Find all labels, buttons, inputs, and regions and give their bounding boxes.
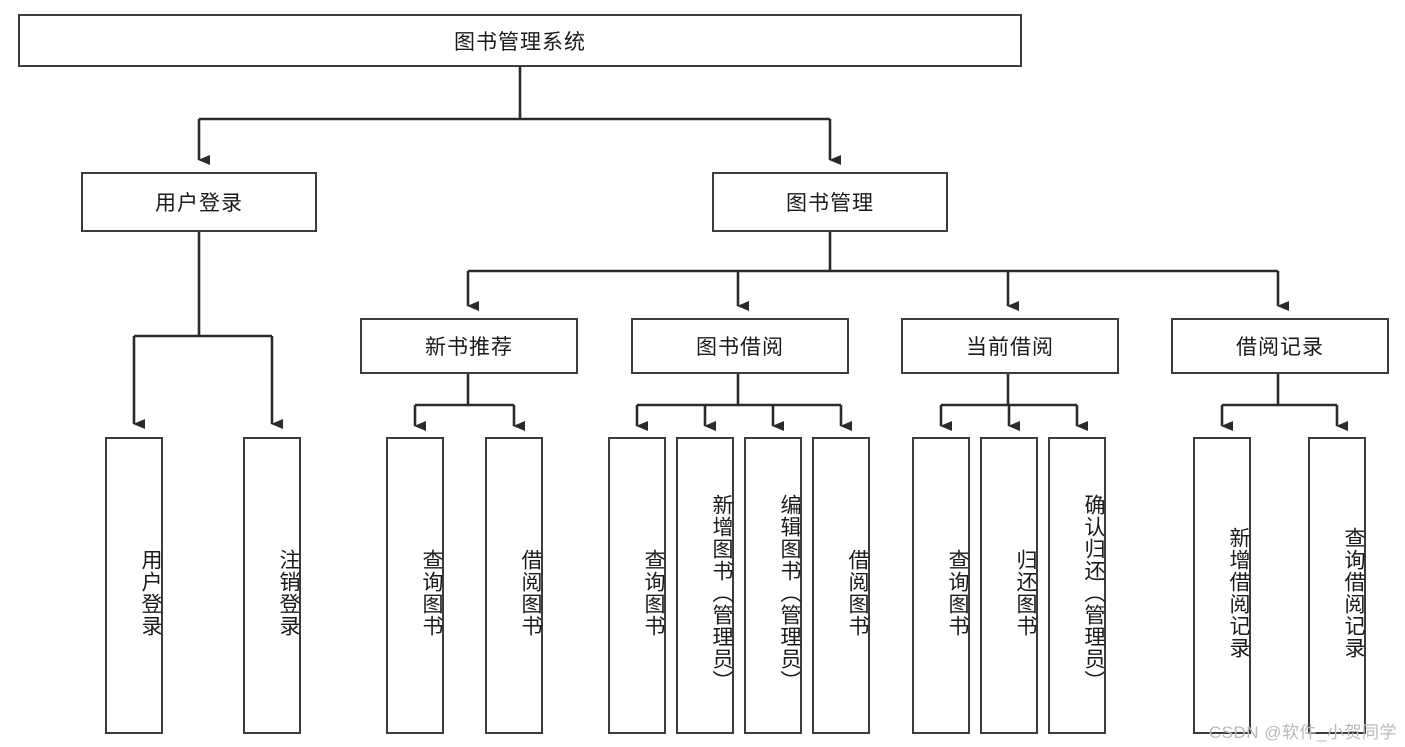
node-leaf-user-login-label: 用户登录 (139, 548, 162, 637)
node-book-borrow-label: 图书借阅 (696, 336, 784, 359)
node-leaf-query-record-label: 查询借阅记录 (1342, 526, 1365, 659)
node-user-login[interactable]: 用户登录 (81, 172, 317, 232)
node-leaf-borrow-book-1-label: 借阅图书 (519, 548, 542, 637)
node-leaf-return-book[interactable]: 归还图书 (980, 437, 1038, 734)
node-leaf-borrow-book-1[interactable]: 借阅图书 (485, 437, 543, 734)
node-leaf-user-login[interactable]: 用户登录 (105, 437, 163, 734)
node-leaf-query-book-1-label: 查询图书 (420, 548, 443, 637)
node-new-book-rec-label: 新书推荐 (425, 336, 513, 359)
watermark-text: CSDN @软件_小贺同学 (1208, 723, 1397, 742)
node-leaf-query-book-3[interactable]: 查询图书 (912, 437, 970, 734)
node-leaf-borrow-book-2-label: 借阅图书 (846, 548, 869, 637)
node-leaf-user-logout-label: 注销登录 (277, 548, 300, 637)
node-leaf-confirm-return[interactable]: 确认归还（管理员） (1048, 437, 1106, 734)
node-user-login-label: 用户登录 (155, 192, 243, 215)
node-leaf-borrow-book-2[interactable]: 借阅图书 (812, 437, 870, 734)
node-borrow-record[interactable]: 借阅记录 (1171, 318, 1389, 374)
node-new-book-rec[interactable]: 新书推荐 (360, 318, 578, 374)
node-leaf-query-book-1[interactable]: 查询图书 (386, 437, 444, 734)
node-leaf-add-record[interactable]: 新增借阅记录 (1193, 437, 1251, 734)
node-leaf-query-record[interactable]: 查询借阅记录 (1308, 437, 1366, 734)
node-leaf-confirm-return-label: 确认归还（管理员） (1082, 493, 1105, 692)
node-leaf-add-record-label: 新增借阅记录 (1227, 526, 1250, 659)
node-book-manage[interactable]: 图书管理 (712, 172, 948, 232)
node-book-manage-label: 图书管理 (786, 192, 874, 215)
node-borrow-record-label: 借阅记录 (1236, 336, 1324, 359)
node-leaf-add-book-label: 新增图书（管理员） (710, 493, 733, 692)
node-leaf-query-book-2-label: 查询图书 (642, 548, 665, 637)
node-leaf-query-book-2[interactable]: 查询图书 (608, 437, 666, 734)
node-leaf-query-book-3-label: 查询图书 (946, 548, 969, 637)
node-leaf-user-logout[interactable]: 注销登录 (243, 437, 301, 734)
node-leaf-return-book-label: 归还图书 (1014, 548, 1037, 637)
node-leaf-add-book[interactable]: 新增图书（管理员） (676, 437, 734, 734)
node-current-borrow-label: 当前借阅 (966, 336, 1054, 359)
node-leaf-edit-book-label: 编辑图书（管理员） (778, 493, 801, 692)
node-current-borrow[interactable]: 当前借阅 (901, 318, 1119, 374)
node-root-label: 图书管理系统 (454, 30, 586, 54)
node-leaf-edit-book[interactable]: 编辑图书（管理员） (744, 437, 802, 734)
node-root[interactable]: 图书管理系统 (18, 14, 1022, 67)
node-book-borrow[interactable]: 图书借阅 (631, 318, 849, 374)
